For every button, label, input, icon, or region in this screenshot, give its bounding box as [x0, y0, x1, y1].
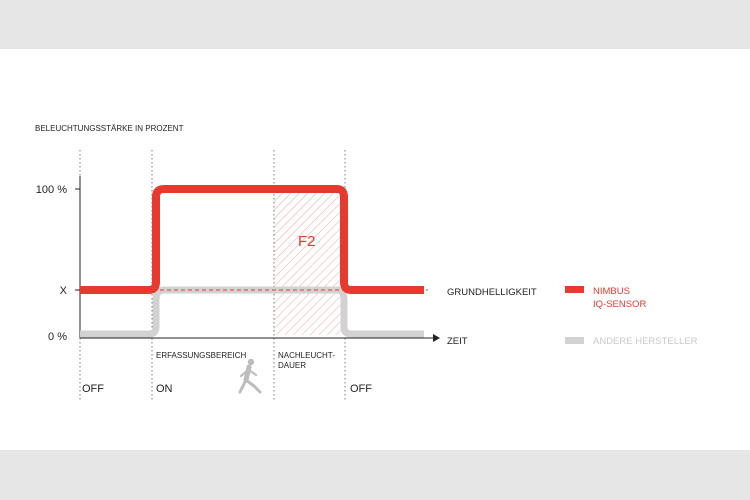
- legend-label-nimbus-1: NIMBUS: [593, 286, 630, 297]
- legend-label-others: ANDERE HERSTELLER: [593, 336, 698, 347]
- legend-label-nimbus-2: IQ-SENSOR: [593, 299, 646, 310]
- legend-swatch-others: [565, 337, 584, 344]
- legend-swatch-nimbus: [565, 286, 584, 293]
- y-tick-label-top: 100 %: [36, 184, 67, 196]
- x-axis-arrow: [433, 334, 440, 342]
- area-label-f2: F2: [298, 233, 316, 250]
- diagram-panel: [0, 49, 750, 450]
- diagram-title: BELEUCHTUNGSSTÄRKE IN PROZENT: [35, 124, 184, 133]
- baseline-label: GRUNDHELLIGKEIT: [447, 287, 537, 298]
- zone-label-afterrun-1: NACHLEUCHT-: [278, 351, 335, 360]
- state-label-off-1: OFF: [82, 383, 104, 395]
- zone-label-afterrun-2: DAUER: [278, 361, 306, 370]
- y-tick-label-bottom: 0 %: [48, 331, 67, 343]
- zone-label-detection: ERFASSUNGSBEREICH: [156, 351, 246, 360]
- top-band: [0, 0, 750, 49]
- afterrun-area: [274, 189, 345, 335]
- x-axis-label: ZEIT: [447, 336, 468, 347]
- curve-nimbus-iq-sensor: [80, 185, 424, 294]
- state-label-on: ON: [156, 383, 173, 395]
- walking-person-icon: [238, 358, 262, 394]
- state-label-off-2: OFF: [350, 383, 372, 395]
- bottom-band: [0, 450, 750, 500]
- curve-other-manufacturers: [80, 286, 424, 338]
- y-tick-label-mid: X: [60, 285, 68, 297]
